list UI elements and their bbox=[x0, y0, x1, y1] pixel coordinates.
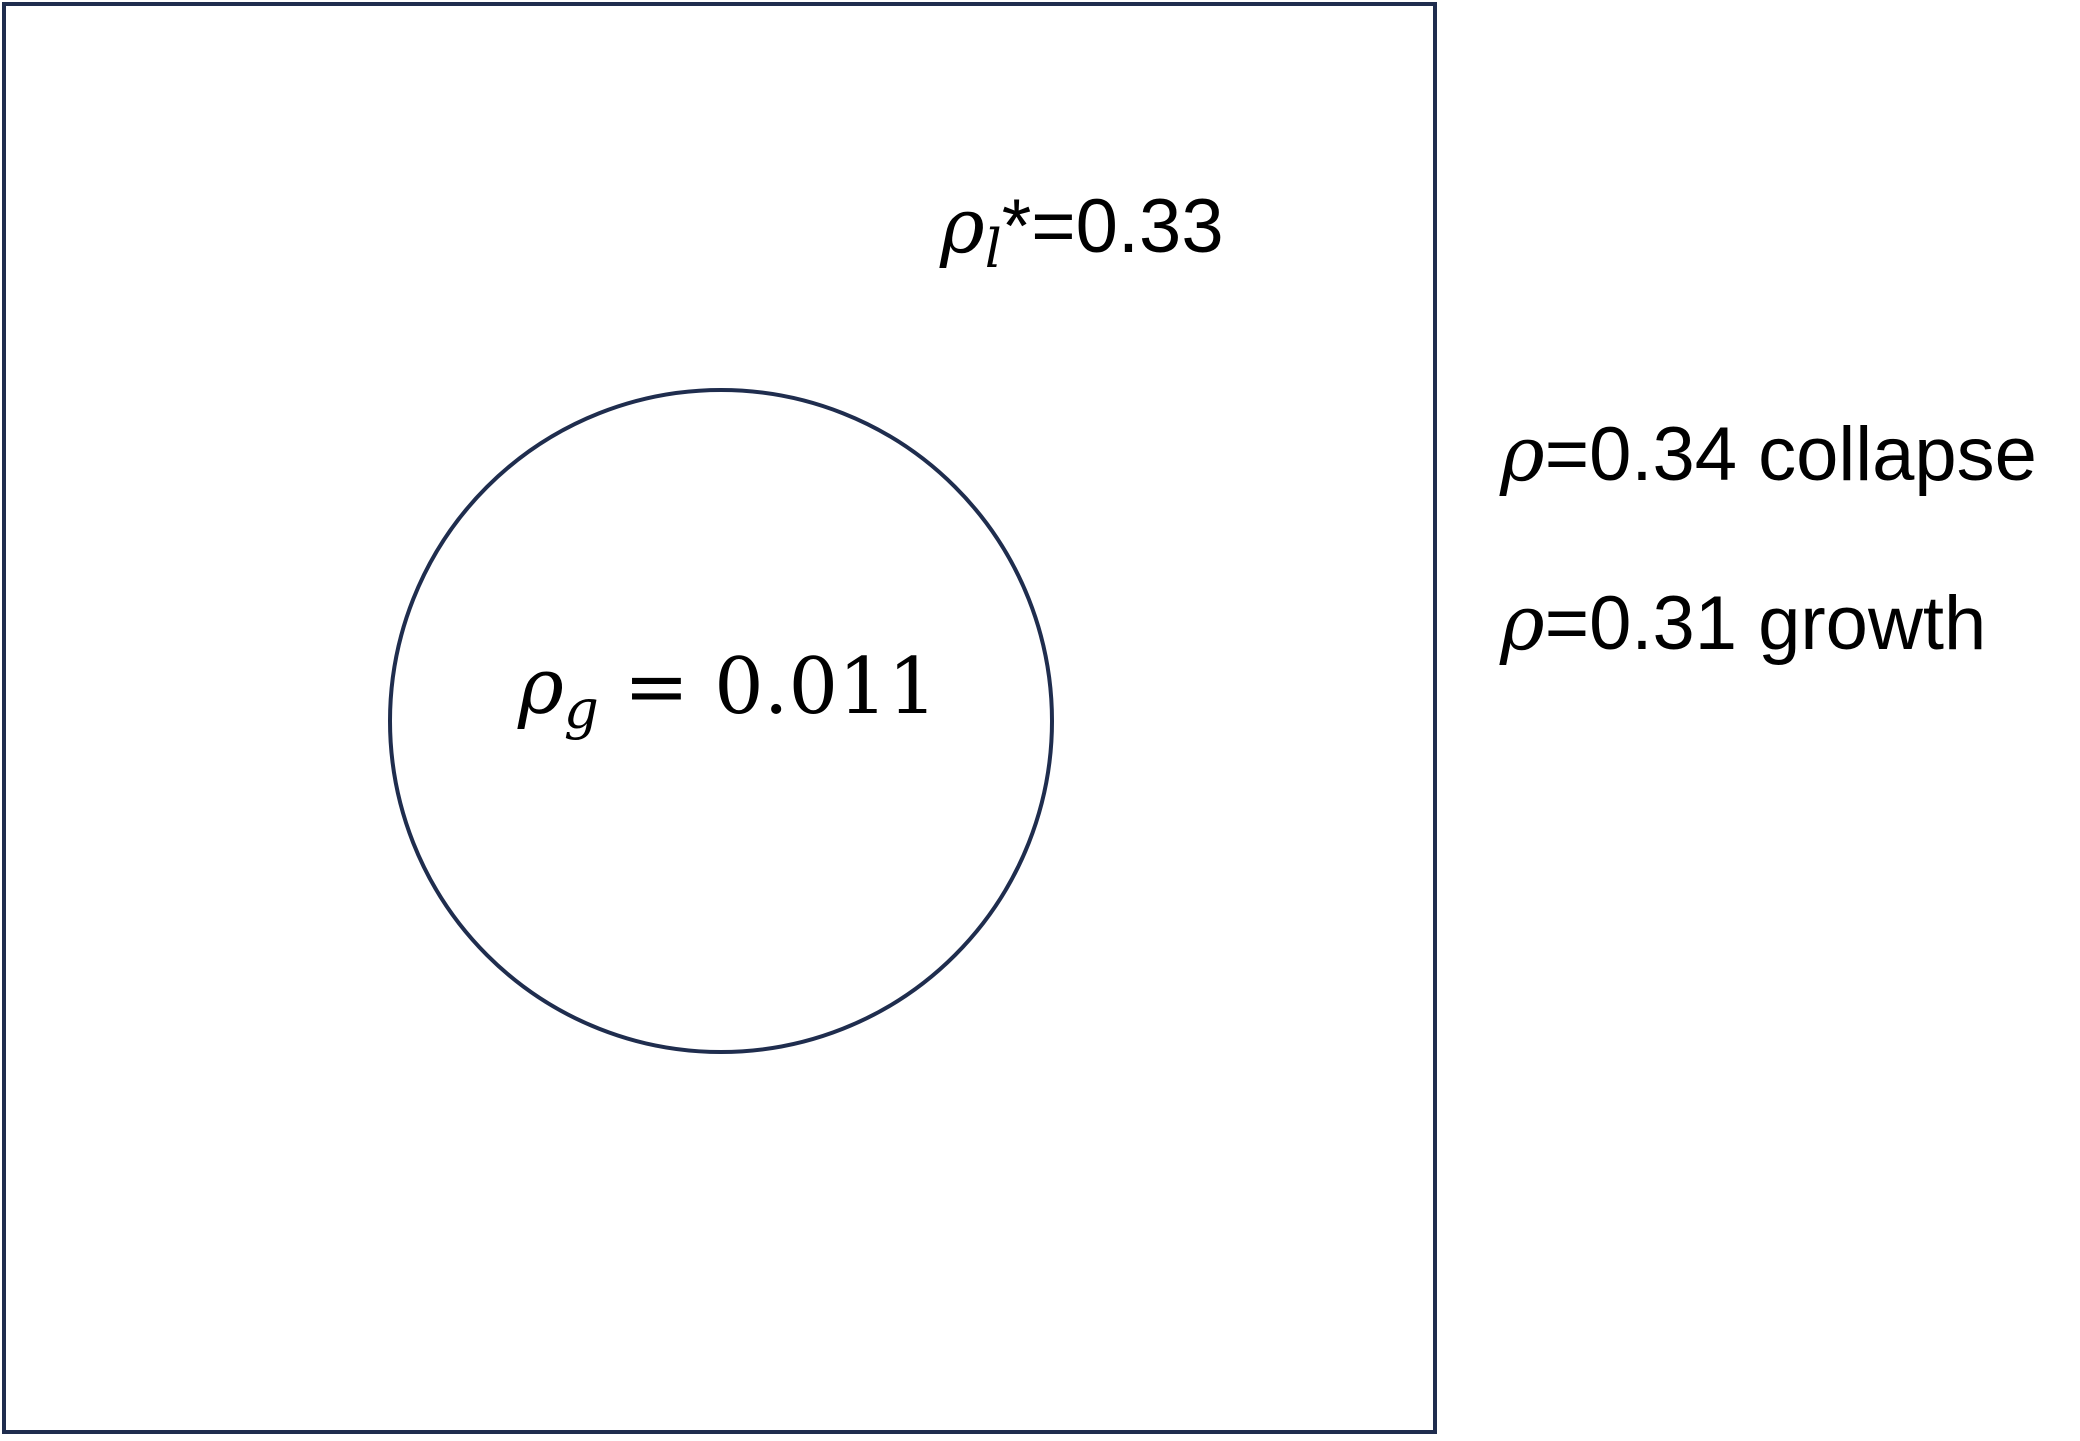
gas-subscript: g bbox=[563, 677, 599, 742]
collapse-text: =0.34 collapse bbox=[1544, 412, 2037, 497]
growth-text: =0.31 growth bbox=[1544, 581, 1987, 666]
gas-density-label: ρg=0.011 bbox=[518, 648, 937, 737]
gas-equals: = bbox=[623, 642, 690, 732]
gas-rho-symbol: ρ bbox=[518, 642, 564, 732]
growth-label: ρ=0.31 growth bbox=[1500, 585, 1986, 662]
collapse-rho-symbol: ρ bbox=[1500, 409, 1545, 498]
collapse-label: ρ=0.34 collapse bbox=[1500, 416, 2037, 493]
liquid-subscript: l bbox=[984, 217, 1002, 280]
domain-boundary bbox=[2, 2, 1437, 1434]
liquid-density-label: ρl*=0.33 bbox=[940, 188, 1224, 276]
liquid-density-text: *=0.33 bbox=[1001, 184, 1224, 269]
bubble-circle bbox=[388, 388, 1054, 1054]
gas-density-value: 0.011 bbox=[714, 642, 938, 732]
growth-rho-symbol: ρ bbox=[1500, 578, 1545, 667]
liquid-rho-symbol: ρ bbox=[940, 181, 985, 270]
